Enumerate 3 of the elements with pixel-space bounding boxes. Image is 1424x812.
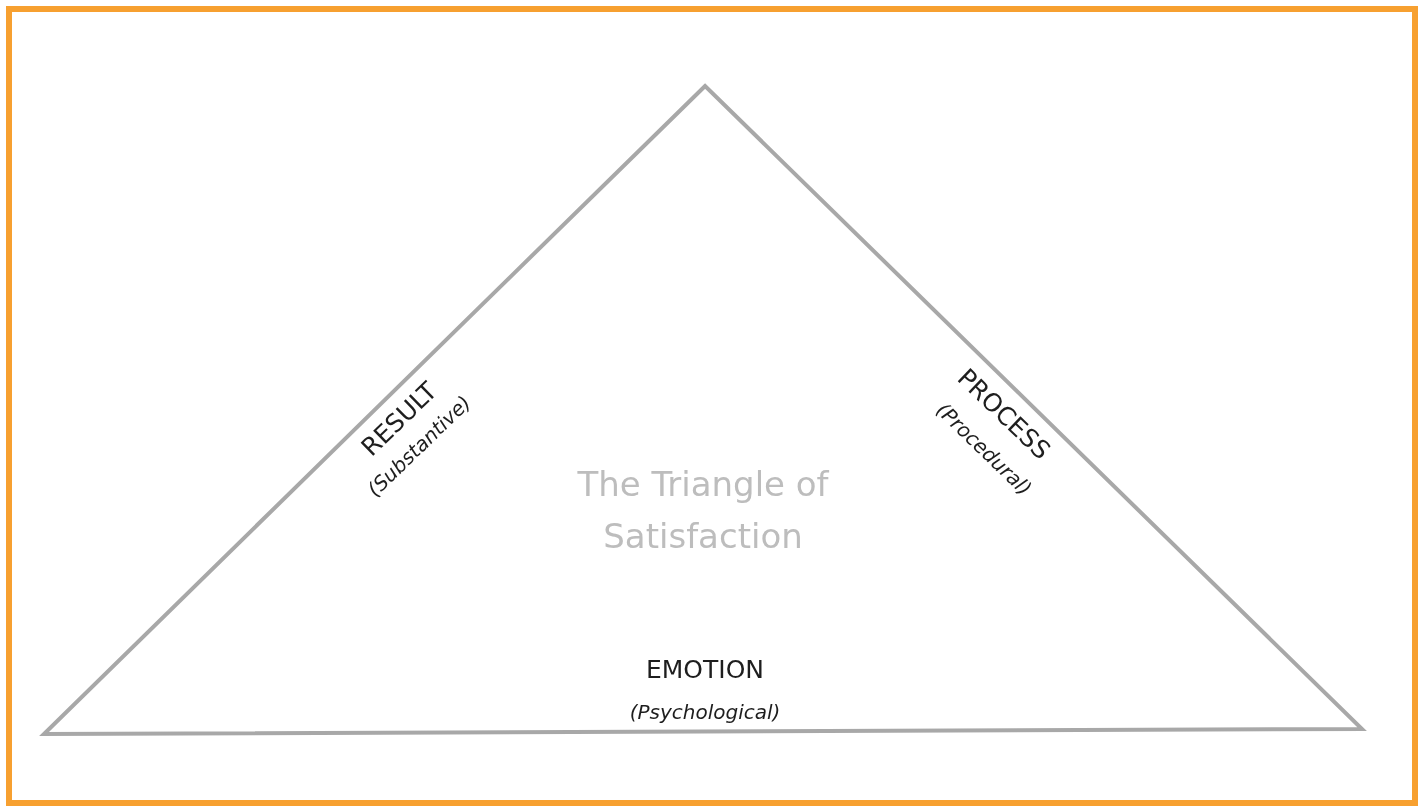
- side-sublabel: (Psychological): [629, 700, 781, 724]
- side-label: EMOTION: [645, 654, 765, 684]
- node-label: The Triangle of Satisfaction: [576, 463, 830, 558]
